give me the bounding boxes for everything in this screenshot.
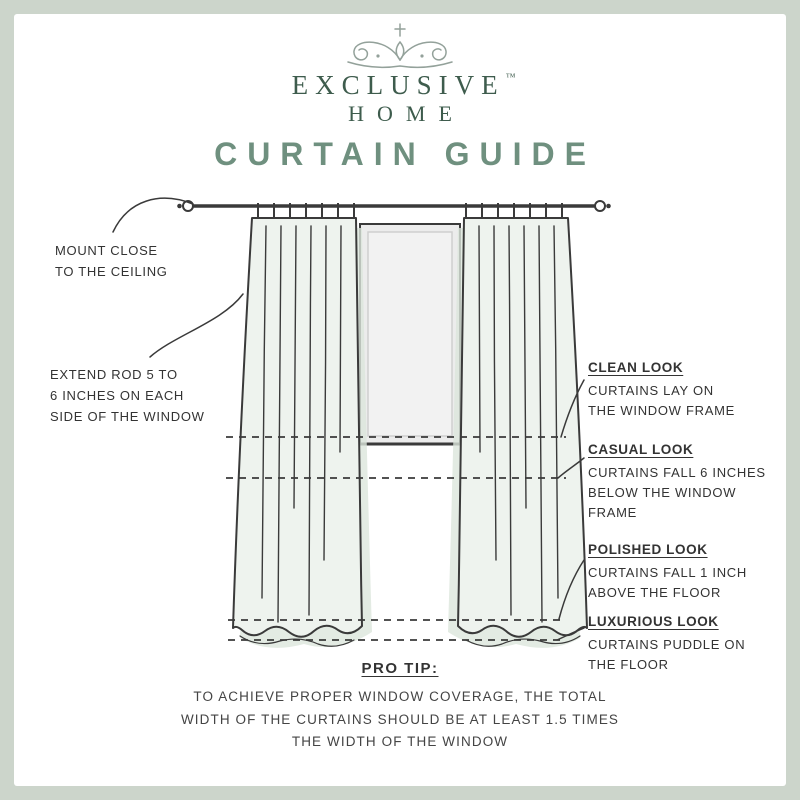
- luxurious-connector: [556, 627, 585, 641]
- annotation-line: CURTAINS PUDDLE ON: [588, 637, 746, 652]
- window: [350, 223, 470, 446]
- cross-icon: [394, 23, 406, 37]
- annotation-heading: POLISHED LOOK: [588, 542, 708, 557]
- pro-tip-heading: PRO TIP:: [361, 660, 439, 677]
- annotation-heading: CASUAL LOOK: [588, 442, 694, 457]
- polished-connector: [558, 559, 585, 620]
- annotation-line: CURTAINS FALL 6 INCHES: [588, 465, 766, 480]
- trademark-symbol: ™: [505, 72, 516, 83]
- annotation-clean-look: CLEAN LOOK CURTAINS LAY ON THE WINDOW FR…: [588, 358, 788, 421]
- brand-flourish-icon: [347, 23, 453, 69]
- brand-name-line2: HOME: [348, 101, 465, 126]
- annotation-line: THE WINDOW FRAME: [588, 403, 735, 418]
- annotation-mount-ceiling: MOUNT CLOSE TO THE CEILING: [55, 240, 168, 282]
- mount-connector: [112, 197, 194, 233]
- right-curtain-panel: [447, 202, 588, 649]
- clean-connector: [560, 379, 585, 438]
- rod-finial-right: [594, 200, 606, 212]
- annotation-line: EXTEND ROD 5 TO: [50, 367, 178, 382]
- annotation-casual-look: CASUAL LOOK CURTAINS FALL 6 INCHES BELOW…: [588, 440, 788, 523]
- left-curtain-panel: [232, 202, 373, 649]
- annotation-luxurious-look: LUXURIOUS LOOK CURTAINS PUDDLE ON THE FL…: [588, 612, 788, 675]
- annotation-line: ABOVE THE FLOOR: [588, 585, 722, 600]
- page-title: CURTAIN GUIDE: [214, 136, 596, 172]
- annotation-line: CURTAINS LAY ON: [588, 383, 714, 398]
- connector-lines: [112, 197, 585, 641]
- curtain-rod: [177, 200, 611, 212]
- annotation-heading: LUXURIOUS LOOK: [588, 614, 719, 629]
- annotation-heading: CLEAN LOOK: [588, 360, 684, 375]
- pro-tip-line: THE WIDTH OF THE WINDOW: [291, 734, 509, 749]
- annotation-line: SIDE OF THE WINDOW: [50, 409, 205, 424]
- pro-tip-line: TO ACHIEVE PROPER WINDOW COVERAGE, THE T…: [193, 689, 607, 704]
- pro-tip-text: TO ACHIEVE PROPER WINDOW COVERAGE, THE T…: [14, 686, 786, 754]
- annotation-line: BELOW THE WINDOW FRAME: [588, 485, 737, 520]
- annotation-line: TO THE CEILING: [55, 264, 168, 279]
- extend-connector: [149, 293, 244, 358]
- brand-name-line1: EXCLUSIVE: [291, 70, 505, 100]
- pro-tip-line: WIDTH OF THE CURTAINS SHOULD BE AT LEAST…: [180, 711, 620, 727]
- annotation-line: THE FLOOR: [588, 657, 669, 672]
- casual-connector: [557, 457, 585, 479]
- annotation-line: 6 INCHES ON EACH: [50, 388, 185, 403]
- annotation-polished-look: POLISHED LOOK CURTAINS FALL 1 INCH ABOVE…: [588, 540, 788, 603]
- length-level-lines: [226, 436, 566, 641]
- annotation-line: CURTAINS FALL 1 INCH: [588, 565, 747, 580]
- brand-name: EXCLUSIVE™: [14, 70, 786, 101]
- annotation-extend-rod: EXTEND ROD 5 TO 6 INCHES ON EACH SIDE OF…: [50, 364, 205, 427]
- annotation-line: MOUNT CLOSE: [55, 243, 158, 258]
